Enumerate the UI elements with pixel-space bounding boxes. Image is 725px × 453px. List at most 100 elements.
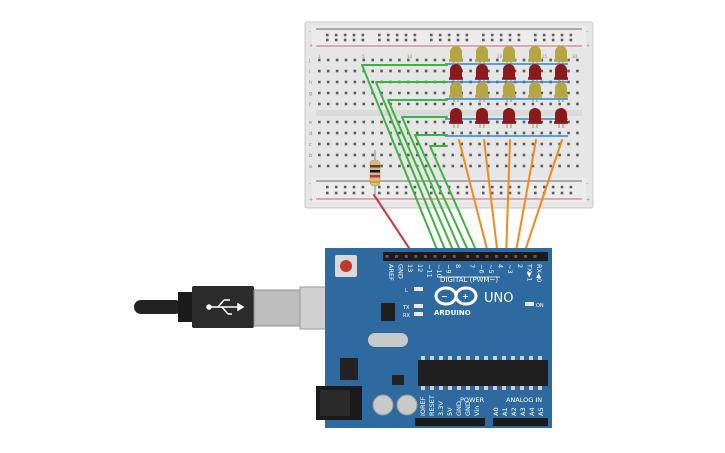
analog-pin-label: A4 [528,407,536,416]
analog-header-label: ANALOG IN [506,396,542,404]
wire-orange-4 [514,139,537,258]
col-num-25: 25 [542,54,548,59]
digital-header [383,252,548,261]
rail-minus-top-left: - [309,29,311,35]
digital-pin-label: 7 [468,264,476,268]
analog-pin-label: A3 [519,407,527,416]
analog-pin-label: A5 [537,407,545,416]
col-num-20: 20 [497,54,503,59]
arduino-logo-text: ARDUINO [434,309,471,317]
rail-minus-bottom-left: - [309,181,311,187]
wire-green-4 [401,116,464,258]
analog-pin-label: A2 [510,407,518,416]
arduino-logo-icon [434,286,478,306]
led-on-label: ON [536,303,544,309]
power-pin-label: Vin [473,406,481,416]
led-tx [414,304,423,308]
row-letter-c: c [309,142,312,148]
led-matrix [449,46,568,128]
row-letter-d: d [309,131,312,137]
digital-pin-label: TX▶1 [525,263,533,282]
row-letter-i: i [309,69,310,75]
led-rx [414,312,423,316]
power-pin-label: GND [464,401,472,416]
rail-plus-bottom-left: + [309,197,313,203]
row-letter-g: g [309,91,312,97]
digital-pin-label: AREF [387,264,395,281]
led-l-label: L [405,288,408,294]
col-num-5: 5 [362,54,365,59]
wire-green-6 [429,145,480,258]
led-rx-label: RX [403,313,410,319]
rail-plus-top-left: + [309,43,313,49]
wire-green-5 [414,134,472,258]
row-letter-j: j [308,58,310,64]
led-15 [554,82,568,102]
rail-plus-top-right: + [586,43,590,49]
digital-pin-label: ~9 [445,264,453,274]
led-17 [475,108,489,128]
led-16 [449,108,463,128]
digital-pin-label: 13 [406,264,414,272]
power-pin-label: GND [455,401,463,416]
digital-pin-label: GND [397,264,405,279]
crystal [368,333,408,347]
wires [361,64,563,258]
led-l [414,287,423,291]
digital-pin-label: 4 [497,264,505,268]
power-header-label: POWER [460,396,485,404]
wire-red [373,194,416,258]
svg-text:−: − [441,292,448,301]
row-letter-a: a [309,164,312,170]
usb-chip [381,303,395,321]
col-num-10: 10 [407,54,413,59]
digital-pin-label: ~5 [487,264,495,274]
capacitor-2 [396,394,418,416]
power-pin-label: IOREF [419,396,427,416]
rail-minus-bottom-right: - [586,181,588,187]
voltage-regulator [340,358,358,380]
led-tx-label: TX [402,305,410,311]
power-pin-label: 3.3V [437,401,445,416]
led-12 [475,82,489,102]
wire-orange-3 [505,139,511,258]
power-pin-label: RESET [428,395,436,416]
digital-pin-label: 8 [454,264,462,268]
wire-green-2 [375,81,449,258]
center-channel [316,110,582,116]
top-power-rail [312,26,586,48]
wire-green-1 [361,64,448,258]
atmega-chip [418,360,548,386]
col-num-30: 30 [572,54,578,59]
row-letter-h: h [309,80,312,86]
model-label: UNO [484,291,513,306]
digital-pwm-header: DIGITAL (PWM~) [440,276,498,284]
digital-pin-label: 12 [416,264,424,272]
rail-plus-bottom-right: + [586,197,590,203]
led-18 [502,108,516,128]
led-on [525,302,534,306]
wire-orange-2 [483,139,499,258]
digital-pin-label: 2 [516,264,524,268]
led-8 [502,64,516,84]
digital-pin-label: ~10 [435,264,443,278]
digital-pin-label: RX◀0 [535,264,543,282]
led-6 [449,64,463,84]
resistor [369,150,381,195]
led-19 [528,108,542,128]
row-letter-e: e [309,120,312,126]
analog-pin-label: A0 [492,407,500,416]
breadboard: - + - + j i h g f e d c b a 1 5 10 15 20… [304,21,594,209]
wire-orange-5 [522,139,563,258]
capacitor-1 [372,394,394,416]
analog-pin-label: A1 [501,407,509,416]
svg-text:+: + [462,292,469,301]
digital-pin-label: ~11 [425,264,433,278]
digital-pin-label: ~3 [506,264,514,274]
row-letter-b: b [309,153,312,159]
wire-orange-1 [458,139,490,258]
usb-symbol-icon [206,299,245,315]
digital-pin-label: ~6 [477,264,485,274]
